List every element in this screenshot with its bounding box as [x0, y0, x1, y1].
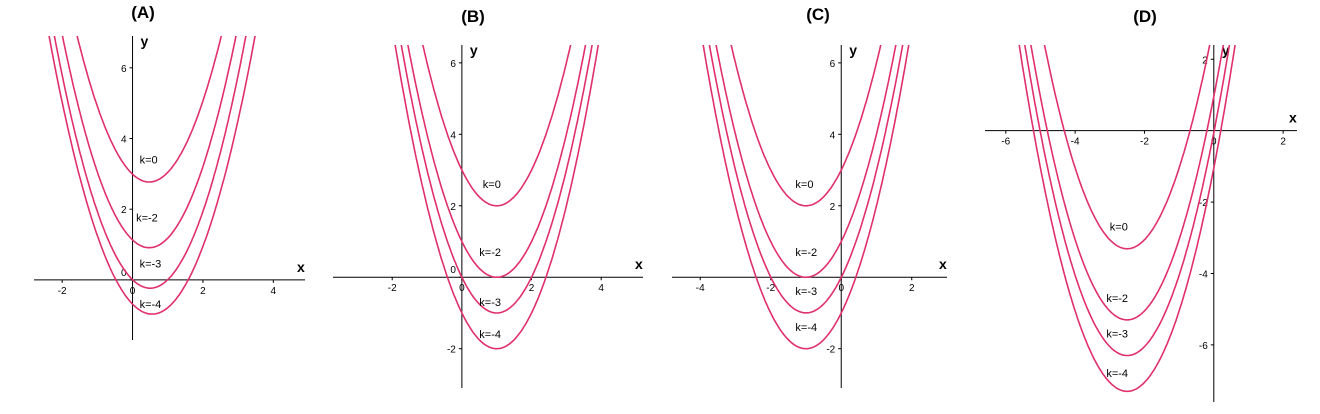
y-tick-label: 0 [450, 265, 456, 276]
curve-k-eq-minus-2 [715, 45, 897, 279]
y-tick-label: 2 [121, 205, 127, 216]
panel-title: (A) [131, 3, 155, 22]
x-tick-label: -2 [58, 286, 67, 297]
y-tick-label: 2 [830, 202, 836, 213]
x-tick-label: -2 [388, 283, 397, 294]
panel-title: (C) [806, 5, 830, 24]
curve-label: k=-2 [136, 213, 158, 225]
curve-k-eq-minus-4 [394, 45, 600, 350]
x-axis-label: x [297, 259, 305, 275]
curve-label: k=-4 [1106, 368, 1128, 380]
y-axis-label: y [141, 33, 149, 49]
y-tick-label: 2 [450, 202, 456, 213]
panel-title: (D) [1133, 7, 1157, 26]
curve-label: k=-3 [795, 286, 817, 298]
curve-k-eq-minus-2 [61, 36, 237, 249]
y-tick-label: -4 [1199, 269, 1208, 280]
curve-k-eq-minus-2 [1030, 45, 1225, 321]
y-tick-label: 6 [830, 59, 836, 70]
x-tick-label: -2 [1140, 137, 1149, 148]
curve-label: k=0 [483, 179, 501, 191]
chart-panel-1: (A) x y -2 0 2 4 0 2 4 6 k=0 k=-2 k=-3 k=-4 [34, 3, 305, 340]
x-tick-label: 2 [909, 283, 915, 294]
curve-k-eq-0 [422, 45, 572, 207]
curve-label: k=-2 [479, 247, 501, 259]
curve-label: k=0 [140, 154, 158, 166]
x-axis-label: x [1289, 110, 1297, 126]
panel-title: (B) [461, 7, 485, 26]
curve-label: k=-4 [140, 299, 162, 311]
y-tick-label: 4 [830, 130, 836, 141]
y-tick-label: 4 [450, 130, 456, 141]
x-tick-label: -2 [766, 283, 775, 294]
y-tick-label: 0 [121, 268, 127, 279]
x-tick-label: 0 [130, 286, 136, 297]
curve-k-eq-minus-4 [1018, 45, 1236, 393]
y-tick-label: 2 [1202, 55, 1208, 66]
curve-k-eq-0 [730, 45, 882, 207]
curve-label: k=-4 [795, 322, 817, 334]
x-axis-label: x [635, 256, 643, 272]
y-tick-label: -6 [1199, 341, 1208, 352]
y-axis-label: y [849, 42, 857, 58]
curve-label: k=0 [795, 179, 813, 191]
x-axis-label: x [939, 256, 947, 272]
x-tick-label: 0 [838, 283, 844, 294]
x-tick-label: -4 [696, 283, 705, 294]
y-tick-label: 6 [450, 59, 456, 70]
curve-k-eq-0 [1043, 45, 1211, 250]
x-tick-label: -6 [1001, 137, 1010, 148]
x-tick-label: 4 [271, 286, 277, 297]
chart-panel-2: (B) x y -2 0 2 4 -2 0 2 4 6 k=0 k=-2 k=-3 k=-4 [333, 7, 643, 388]
x-tick-label: 0 [459, 283, 465, 294]
x-tick-label: 0 [1211, 137, 1217, 148]
curve-k-eq-minus-3 [1023, 45, 1231, 357]
y-tick-label: -2 [447, 345, 456, 356]
y-tick-label: 4 [121, 135, 127, 146]
curve-k-eq-0 [76, 36, 223, 183]
y-tick-label: 6 [121, 64, 127, 75]
curve-label: k=-2 [1106, 293, 1128, 305]
curve-label: k=-3 [1106, 329, 1128, 341]
x-tick-label: 2 [200, 286, 206, 297]
x-tick-label: -4 [1071, 137, 1080, 148]
y-axis-label: y [470, 42, 478, 58]
x-tick-label: 2 [529, 283, 535, 294]
curve-label: k=0 [1110, 222, 1128, 234]
x-tick-label: 4 [598, 283, 604, 294]
y-axis-label: y [1222, 42, 1230, 58]
curve-k-eq-minus-3 [708, 45, 904, 314]
chart-panel-3: (C) x y -4 -2 0 2 -2 2 4 6 k=0 k=-2 k=-3 k=-4 [672, 5, 947, 388]
curve-k-eq-minus-4 [702, 45, 910, 350]
curve-label: k=-3 [140, 259, 162, 271]
curve-label: k=-4 [479, 329, 501, 341]
y-tick-label: -2 [826, 345, 835, 356]
curve-k-eq-minus-2 [407, 45, 587, 278]
curve-label: k=-3 [479, 297, 501, 309]
curve-k-eq-minus-3 [400, 45, 593, 314]
chart-panel-4: (D) x y -6 -4 -2 0 2 -6 -4 -2 2 k=0 k=-2 k=-3 k=-4 [985, 7, 1297, 402]
curve-label: k=-2 [795, 247, 817, 259]
curve-k-eq-minus-3 [53, 36, 247, 289]
curve-k-eq-minus-4 [48, 36, 256, 315]
y-tick-label: -2 [1199, 198, 1208, 209]
x-tick-label: 2 [1280, 137, 1286, 148]
